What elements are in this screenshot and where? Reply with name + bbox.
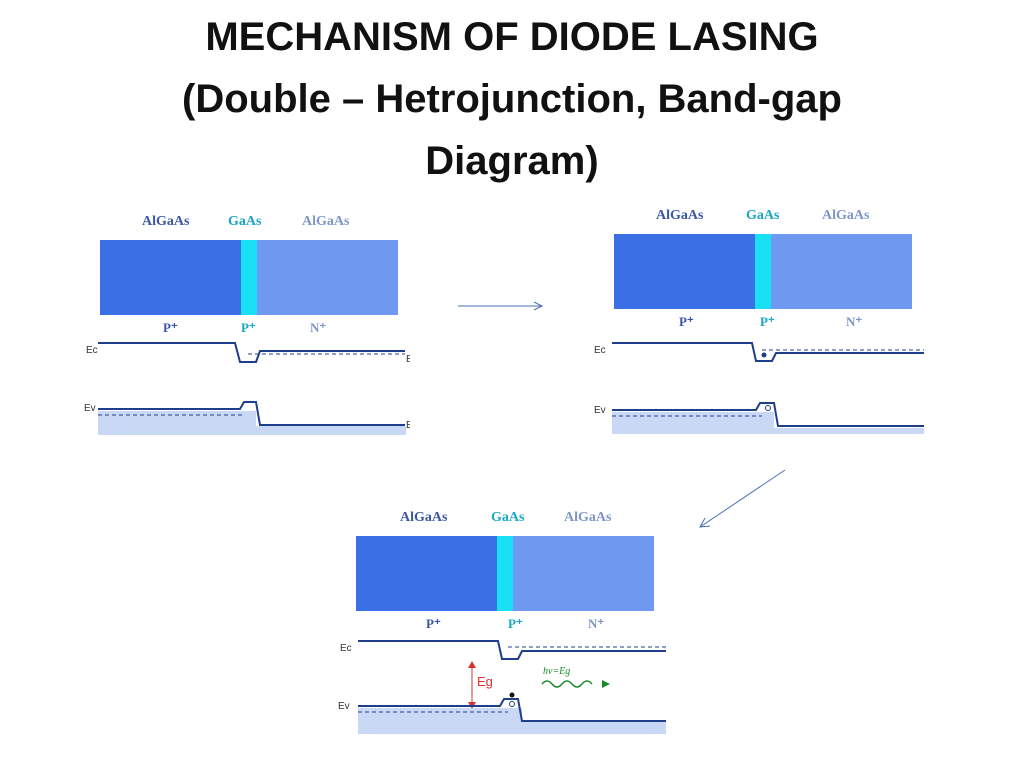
band-diagram-recombination: AlGaAs GaAs AlGaAs P⁺ P⁺ N⁺ Ec Ec Eg hv=… xyxy=(336,506,666,736)
conduction-band-line xyxy=(98,342,405,363)
valence-fill-right xyxy=(522,722,666,734)
title-line-2: (Double – Hetrojunction, Band-gap xyxy=(182,77,842,121)
hole-circle xyxy=(509,701,515,707)
doping-label-left: P⁺ xyxy=(426,616,441,631)
hole-circle xyxy=(765,405,771,411)
electron-dot xyxy=(509,692,515,698)
gaas-active-layer xyxy=(241,240,257,315)
photon-energy-label: hv=Eg xyxy=(543,666,570,677)
material-label-mid: GaAs xyxy=(228,214,262,229)
doping-label-right: N⁺ xyxy=(310,320,327,335)
title-line-3: Diagram) xyxy=(425,139,599,183)
doping-label-mid: P⁺ xyxy=(241,320,256,335)
algaas-layer-right xyxy=(257,240,398,315)
photon-arrow-head xyxy=(602,680,610,688)
arrow-down-left-head xyxy=(699,517,711,528)
photon-wave xyxy=(541,680,593,688)
material-label-left: AlGaAs xyxy=(656,208,704,223)
conduction-band-line xyxy=(612,342,924,362)
algaas-layer-right xyxy=(771,234,912,309)
valence-fill-right xyxy=(256,426,406,435)
band-diagram-injection: AlGaAs GaAs AlGaAs P⁺ P⁺ N⁺ Ec Ec Ev Ev xyxy=(594,204,924,434)
doping-label-right: N⁺ xyxy=(588,616,605,631)
doping-label-left: P⁺ xyxy=(679,314,694,329)
doping-label-left: P⁺ xyxy=(163,320,178,335)
doping-label-mid: P⁺ xyxy=(508,616,523,631)
valence-band-line xyxy=(612,402,924,427)
material-label-left: AlGaAs xyxy=(142,214,190,229)
ev-label-left: Ev xyxy=(338,701,350,712)
ev-label-right: Ev xyxy=(406,420,410,431)
slide-title: MECHANISM OF DIODE LASING (Double – Hetr… xyxy=(0,6,1024,192)
material-label-left: AlGaAs xyxy=(400,510,448,525)
ev-label-left: Ev xyxy=(84,403,96,414)
ec-label-right: Ec xyxy=(406,354,410,365)
electron-dot xyxy=(761,352,767,358)
doping-label-right: N⁺ xyxy=(846,314,863,329)
gaas-active-layer xyxy=(755,234,771,309)
material-label-mid: GaAs xyxy=(746,208,780,223)
material-label-right: AlGaAs xyxy=(564,510,612,525)
algaas-layer-left xyxy=(100,240,241,315)
ec-label-left: Ec xyxy=(594,345,606,356)
algaas-layer-left xyxy=(614,234,755,309)
band-lines: Ec Ec Ev Ev xyxy=(84,342,410,435)
band-lines: Ec Ec Ev Ev xyxy=(594,342,924,434)
valence-fill-right xyxy=(774,428,924,434)
band-gap-label: Eg xyxy=(477,674,493,689)
valence-fill-left xyxy=(612,412,774,434)
material-label-right: AlGaAs xyxy=(302,214,350,229)
doping-label-mid: P⁺ xyxy=(760,314,775,329)
ec-label-left: Ec xyxy=(340,643,352,654)
algaas-layer-left xyxy=(356,536,497,611)
band-lines: Ec Ec Eg hv=Eg Ev Ev xyxy=(338,640,666,734)
title-line-1: MECHANISM OF DIODE LASING xyxy=(205,15,819,59)
algaas-layer-right xyxy=(513,536,654,611)
valence-band-line xyxy=(98,401,405,426)
band-diagram-initial: AlGaAs GaAs AlGaAs P⁺ P⁺ N⁺ Ec Ec Ev Ev xyxy=(80,210,410,440)
band-gap-arrow-head-top xyxy=(468,661,476,668)
arrow-right-head xyxy=(533,301,544,311)
ec-label-left: Ec xyxy=(86,345,98,356)
material-label-right: AlGaAs xyxy=(822,208,870,223)
gaas-active-layer xyxy=(497,536,513,611)
valence-band-line xyxy=(358,698,666,722)
conduction-band-line xyxy=(358,640,666,660)
material-label-mid: GaAs xyxy=(491,510,525,525)
ev-label-left: Ev xyxy=(594,405,606,416)
arrow-down-left xyxy=(699,469,786,528)
